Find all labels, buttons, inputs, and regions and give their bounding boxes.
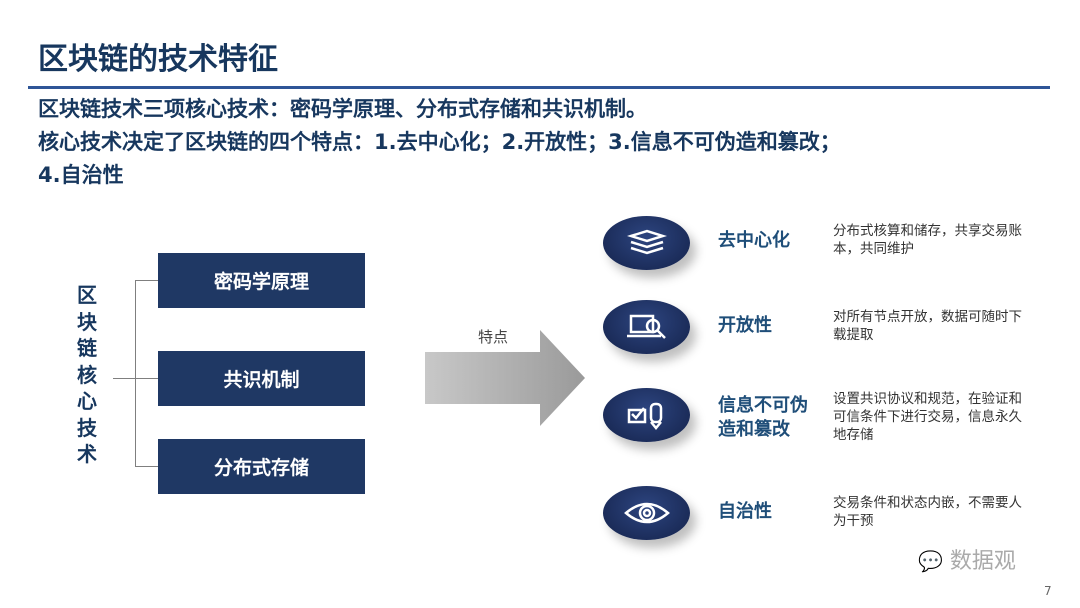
page-number: 7: [1044, 584, 1052, 598]
page-title: 区块链的技术特征: [38, 42, 278, 77]
feature-title-openness: 开放性: [718, 315, 772, 336]
feature-desc-decentralization: 分布式核算和储存，共享交易账本，共同维护: [833, 223, 1022, 257]
feature-desc-immutability: 设置共识协议和规范，在验证和可信条件下进行交易，信息永久地存储: [833, 391, 1022, 443]
feature-title-immutability: 信息不可伪造和篡改: [718, 395, 808, 440]
stack-icon: [603, 216, 690, 270]
bracket-tick: [135, 378, 158, 379]
core-item-distributed-storage: 分布式存储: [158, 439, 365, 494]
core-item-cryptography: 密码学原理: [158, 253, 365, 308]
feature-title-autonomy: 自治性: [718, 501, 772, 522]
feature-desc-autonomy: 交易条件和状态内嵌，不需要人为干预: [833, 495, 1022, 529]
eye-icon: [603, 486, 690, 540]
feature-title-decentralization: 去中心化: [718, 230, 790, 251]
arrow-right-icon: [425, 330, 585, 426]
laptop-search-icon: [603, 300, 690, 354]
watermark: 💬 数据观: [918, 543, 1016, 575]
arrow-label: 特点: [478, 328, 509, 346]
subtitle-line-3: 4.自治性: [38, 163, 124, 187]
bracket-stem: [113, 378, 135, 379]
subtitle-line-2: 核心技术决定了区块链的四个特点：1.去中心化；2.开放性；3.信息不可伪造和篡改…: [38, 130, 841, 154]
subtitle-line-1: 区块链技术三项核心技术：密码学原理、分布式存储和共识机制。: [38, 97, 647, 121]
core-tech-label: 区块链核心技术: [77, 283, 97, 466]
core-item-consensus: 共识机制: [158, 351, 365, 406]
feature-desc-openness: 对所有节点开放，数据可随时下载提取: [833, 309, 1022, 343]
bracket-tick: [135, 466, 158, 467]
title-divider: [28, 86, 1050, 89]
wechat-icon: 💬: [918, 549, 943, 573]
bracket-vertical: [135, 280, 136, 466]
bracket-tick: [135, 280, 158, 281]
check-pencil-icon: [603, 388, 690, 442]
watermark-text: 数据观: [949, 549, 1016, 574]
